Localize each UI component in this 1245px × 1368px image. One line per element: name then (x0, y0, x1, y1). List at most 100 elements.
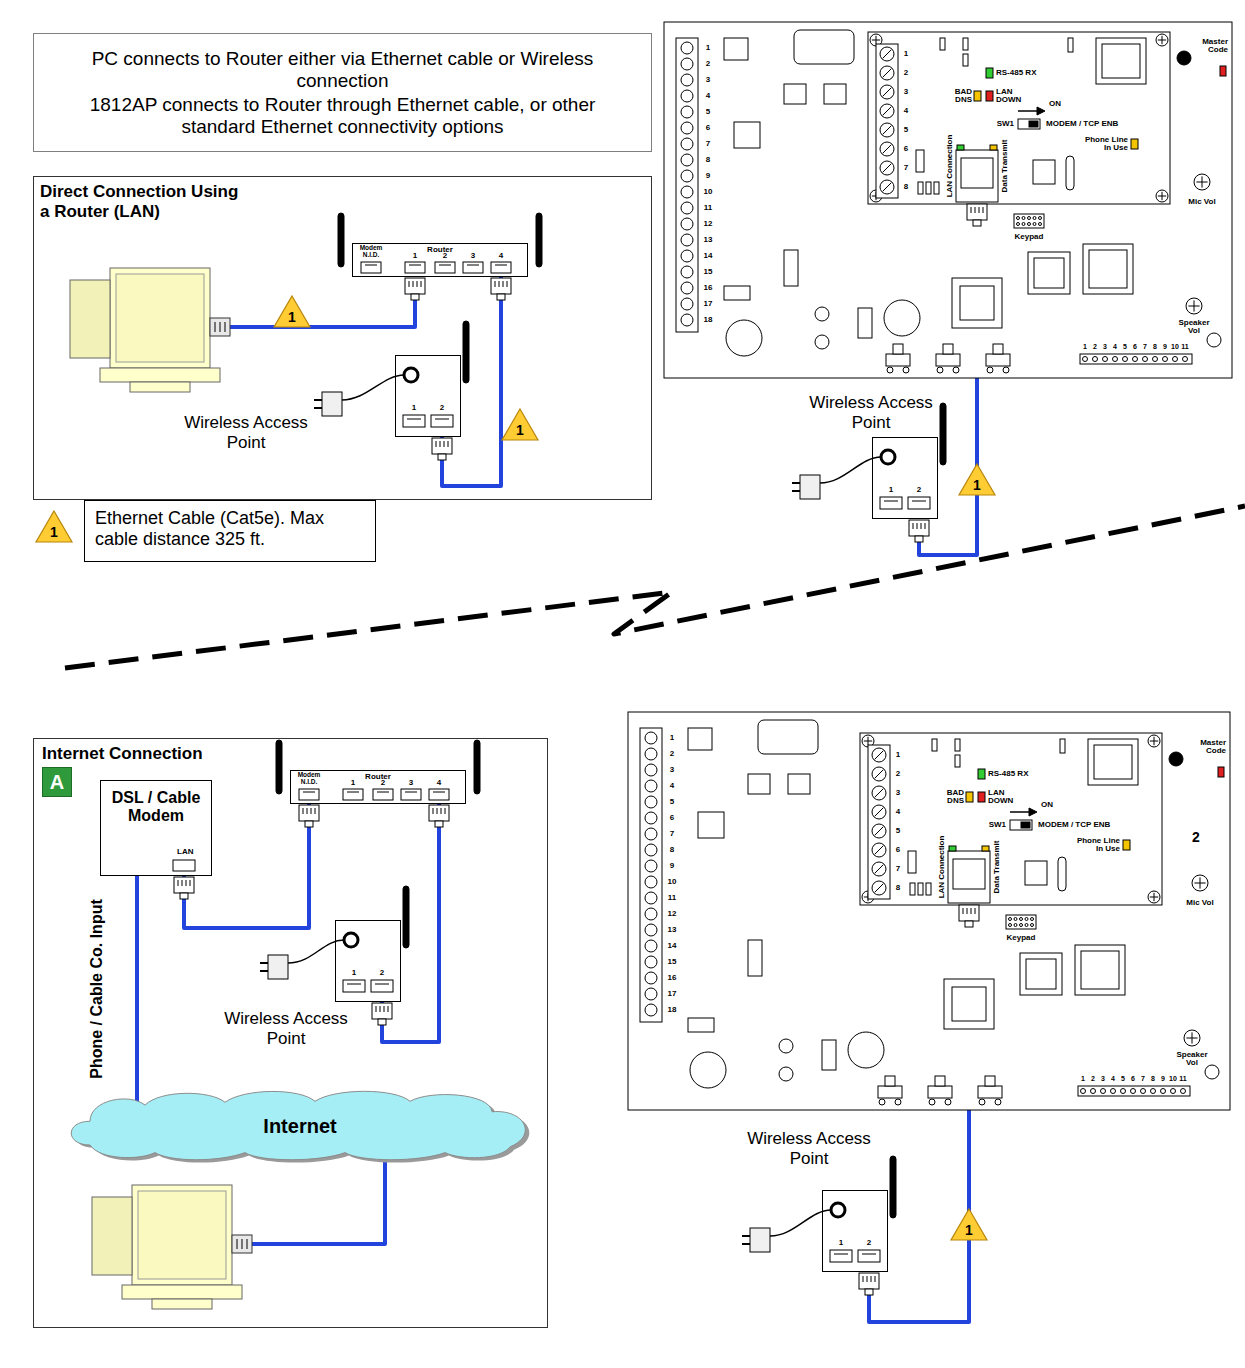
led (982, 846, 989, 851)
plug-contact (441, 808, 442, 814)
router-body (290, 770, 466, 804)
rj45-jack (953, 859, 985, 889)
header-pin (1161, 1089, 1166, 1094)
board-part (1039, 217, 1042, 220)
plug-contact (409, 281, 410, 287)
power-adapter (800, 475, 820, 499)
screw-slot (883, 183, 891, 191)
board-part (955, 755, 960, 767)
terminal (645, 956, 657, 968)
antenna (474, 740, 480, 794)
screw-slot (875, 846, 883, 854)
terminal-number: 15 (668, 958, 677, 966)
board-part (1031, 924, 1034, 927)
terminal-number: 16 (704, 284, 713, 292)
plug-contact (220, 322, 221, 332)
port-number: 1 (351, 779, 355, 787)
board-part (1014, 918, 1017, 921)
network-plug (210, 318, 230, 336)
connector (986, 354, 1010, 366)
plug-boot (438, 454, 446, 460)
plug-contact (186, 880, 187, 886)
plug-contact (440, 441, 441, 447)
screw-slot (875, 770, 883, 778)
terminal-number: 10 (668, 878, 677, 886)
screw-slot (875, 865, 883, 873)
screw-slot (883, 88, 891, 96)
port-contact (377, 792, 389, 793)
terminal (681, 314, 693, 326)
terminal-number: 3 (904, 88, 908, 96)
pin-number: 5 (1123, 343, 1127, 350)
led (974, 91, 981, 101)
screw-slot (875, 808, 883, 816)
pin-number: 11 (1179, 1075, 1186, 1082)
board-part (1025, 918, 1028, 921)
router-port (343, 789, 363, 800)
router-port (361, 262, 381, 273)
led-label: LAN Connection (946, 135, 954, 198)
connector (886, 354, 910, 366)
control-label: Speaker Vol (1172, 319, 1216, 336)
board-part (1020, 924, 1023, 927)
terminal-number: 3 (706, 76, 710, 84)
port-contact (467, 265, 479, 266)
port-number: 1 (352, 969, 356, 977)
plug-contact (380, 1006, 381, 1012)
chip (1083, 244, 1133, 294)
chip (1081, 951, 1119, 989)
potentiometer-slot (1150, 737, 1158, 745)
port-contact (407, 419, 449, 420)
board-part (926, 182, 931, 194)
board-part (926, 883, 931, 895)
screw-slot (875, 884, 883, 892)
board-part (824, 84, 846, 104)
terminal-number: 12 (704, 220, 713, 228)
plug-contact (225, 322, 226, 332)
terminal-strip (640, 728, 662, 1022)
power-adapter (322, 392, 342, 416)
header-pin (1113, 357, 1118, 362)
plug-boot (497, 294, 505, 300)
connector (928, 1086, 952, 1098)
led (966, 792, 973, 802)
pin-number: 3 (1103, 343, 1107, 350)
plug-contact (433, 808, 434, 814)
led-label: Phone Line In Use (1072, 837, 1120, 854)
port-number: 1 (889, 486, 893, 494)
pin-number: 2 (1093, 343, 1097, 350)
board-part (1028, 217, 1031, 220)
plug-contact (307, 808, 308, 814)
led (1218, 767, 1224, 777)
terminal (681, 266, 693, 278)
connector (978, 1086, 1002, 1098)
port-contact (439, 265, 451, 266)
lan-port (403, 415, 425, 427)
router-port (373, 789, 393, 800)
terminal-number: 8 (896, 884, 900, 892)
screw (880, 66, 894, 80)
screw (872, 767, 886, 781)
button-label: Master Code (1194, 38, 1228, 55)
plug-contact (315, 808, 316, 814)
led-label: BAD DNS (936, 789, 964, 806)
node-text: A (43, 768, 71, 796)
transformer (1094, 745, 1132, 779)
terminal (681, 282, 693, 294)
arrow-head (1037, 107, 1045, 115)
control-label: Mic Vol (1187, 198, 1217, 206)
header-pin (1181, 1089, 1186, 1094)
screw (872, 805, 886, 819)
screw-slot (883, 164, 891, 172)
board-part (1014, 924, 1017, 927)
callout-number: 2 (1192, 830, 1200, 845)
switch-label: SW1 (989, 821, 1006, 829)
terminal-number: 8 (706, 156, 710, 164)
plug-contact (925, 523, 926, 529)
chip (1034, 258, 1064, 288)
board-part (779, 1067, 793, 1081)
terminal-number: 12 (668, 910, 677, 918)
antenna (536, 213, 542, 267)
computer-base (122, 1285, 242, 1299)
